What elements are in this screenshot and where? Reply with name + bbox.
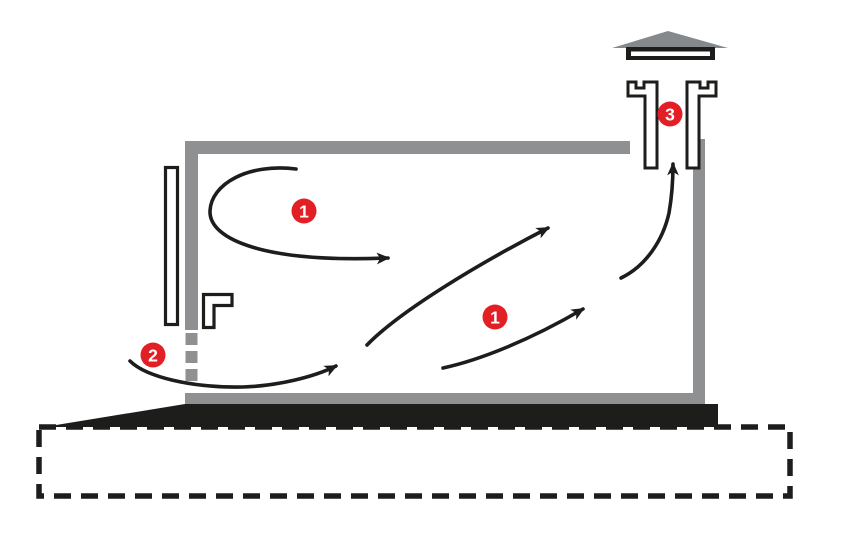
badge-number: 3: [665, 105, 675, 125]
airflow-arrow-rising-short: [441, 307, 585, 370]
airflow-arrow-rising-long: [365, 226, 550, 347]
badge-circle: [657, 101, 683, 127]
chimney-cap-collar-slot: [631, 51, 710, 56]
exhaust-chimney: [612, 31, 728, 170]
crawlspace-dashed-outline: [36, 424, 793, 499]
floor: [185, 393, 705, 404]
left-wall: [185, 141, 198, 330]
chimney-duct-right-wall: [685, 80, 718, 170]
foundation-slab: [44, 404, 718, 427]
badge-circle: [482, 304, 508, 330]
airflow-arrow-ceiling-loop: [208, 166, 390, 265]
airflow-arrow-to-chimney: [619, 162, 679, 280]
badge-circle: [140, 342, 166, 368]
badge-exhaust-chimney: 3: [657, 101, 683, 127]
room-walls: [185, 139, 705, 404]
chimney-cap-icon: [612, 31, 728, 48]
left-wall-vent-dash: [185, 333, 198, 345]
right-wall: [693, 139, 705, 404]
chimney-duct-left-wall: [626, 80, 659, 170]
badge-number: 1: [299, 202, 309, 222]
numbered-badges: 1 1 2 3: [140, 101, 683, 368]
badge-number: 2: [148, 346, 158, 366]
badge-room-circulation-upper: 1: [291, 198, 317, 224]
ceiling: [185, 141, 630, 154]
badge-air-inlet: 2: [140, 342, 166, 368]
door-leaf: [163, 165, 180, 327]
door-frame-baffle: [201, 292, 234, 330]
badge-room-circulation-lower: 1: [482, 304, 508, 330]
badge-number: 1: [490, 308, 500, 328]
left-wall-vent-dash: [185, 369, 198, 381]
airflow-arrows: [128, 162, 679, 389]
badge-circle: [291, 198, 317, 224]
left-wall-vent-dash: [185, 351, 198, 363]
airflow-arrow-inlet: [128, 359, 338, 389]
